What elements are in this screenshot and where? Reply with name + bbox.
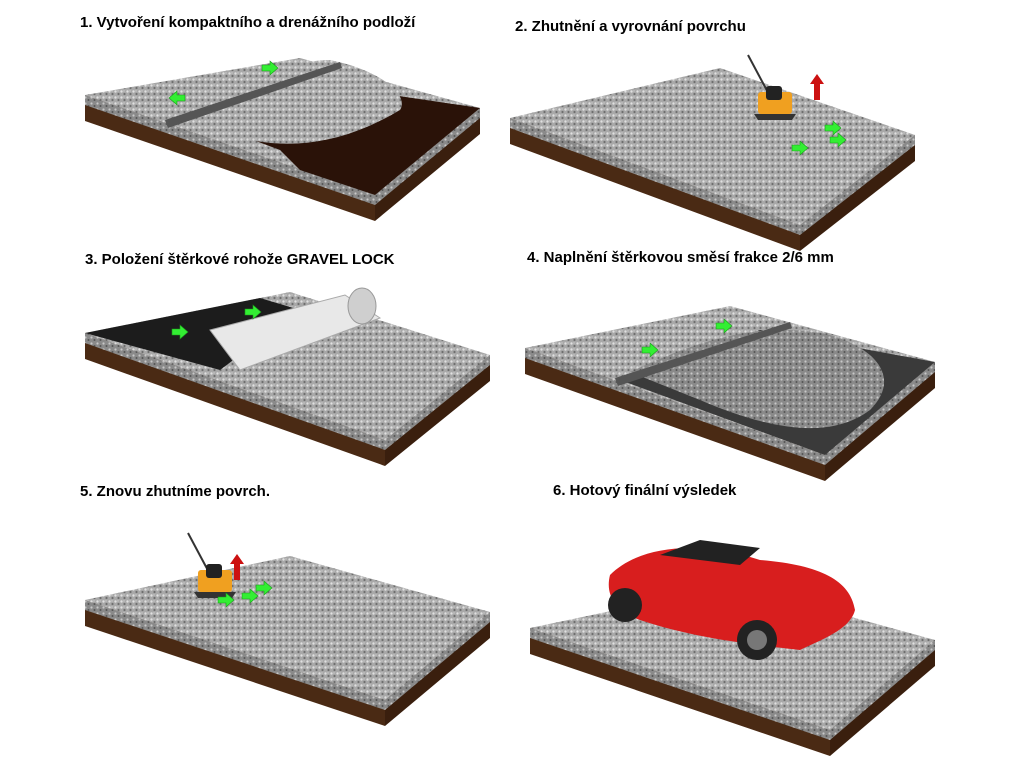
- slab-4-arrow-2: [715, 318, 733, 334]
- slab-4-gravel-side-right: [825, 362, 935, 465]
- slab-2-arrow-2: [791, 140, 809, 156]
- slab-6-car-body: [608, 548, 855, 650]
- slab-3-gravel-side-left: [85, 333, 385, 450]
- slab-1-gravel-side-left: [85, 95, 375, 205]
- slab-4-gravel-side-left: [525, 348, 825, 465]
- slab-5-arrow-1: [255, 580, 273, 596]
- slab-5-up-arrow: [230, 554, 244, 580]
- step-6-title: 6. Hotový finální výsledek: [553, 482, 737, 499]
- slab-4-arrow-1: [641, 342, 659, 358]
- slab-3-arrow-2: [244, 304, 262, 320]
- slab-5-compactor-plate: [194, 592, 236, 598]
- slab-3-mat-roll: [209, 294, 382, 371]
- slab-2-gravel-side-left: [510, 118, 800, 235]
- slab-5-gravel-side-right: [385, 612, 490, 710]
- slab-5-gravel-side-left: [85, 600, 385, 710]
- slab-2-arrow-1: [824, 120, 842, 136]
- slab-3-roll-end: [347, 287, 377, 325]
- slab-3-gravel-lock-mat: [85, 298, 300, 370]
- step-1-title: 1. Vytvoření kompaktního a drenážního po…: [80, 14, 416, 31]
- slab-5-top: [85, 556, 490, 700]
- slab-1-arrow-right: [261, 60, 279, 76]
- slab-6-car-wheel-rear: [608, 588, 642, 622]
- slab-1-gravel-pile: [170, 60, 402, 144]
- slab-5-arrow-2: [217, 592, 235, 608]
- slab-2-compactor-plate: [754, 114, 796, 120]
- slab-1-arrow-left: [168, 90, 186, 106]
- step-3-title: 3. Položení štěrkové rohože GRAVEL LOCK: [85, 251, 395, 268]
- slab-3-arrow-1: [171, 324, 189, 340]
- slab-1-gravel-side-right: [375, 108, 480, 205]
- slab-2-gravel-side-right: [800, 135, 915, 235]
- slab-1-leveling-screed: [165, 62, 342, 128]
- step-4-title: 4. Naplnění štěrkovou směsí frakce 2/6 m…: [527, 249, 834, 266]
- slab-6-car-rim: [747, 630, 767, 650]
- slab-2-compactor-engine: [766, 86, 782, 100]
- slab-5-arrow-3: [241, 588, 259, 604]
- step-5-title: 5. Znovu zhutníme povrch.: [80, 483, 271, 500]
- slab-6-gravel-side-right: [830, 640, 935, 740]
- slab-2-up-arrow: [810, 74, 824, 100]
- slab-4-leveling-screed: [615, 322, 792, 386]
- slab-2-top: [510, 68, 915, 225]
- slab-2-arrow-3: [829, 132, 847, 148]
- slab-6-gravel-side-left: [530, 628, 830, 740]
- step-2-title: 2. Zhutnění a vyrovnání povrchu: [515, 18, 746, 35]
- slab-3-gravel-side-right: [385, 355, 490, 450]
- slab-6-car-cockpit: [660, 540, 760, 565]
- slab-5-compactor-engine: [206, 564, 222, 578]
